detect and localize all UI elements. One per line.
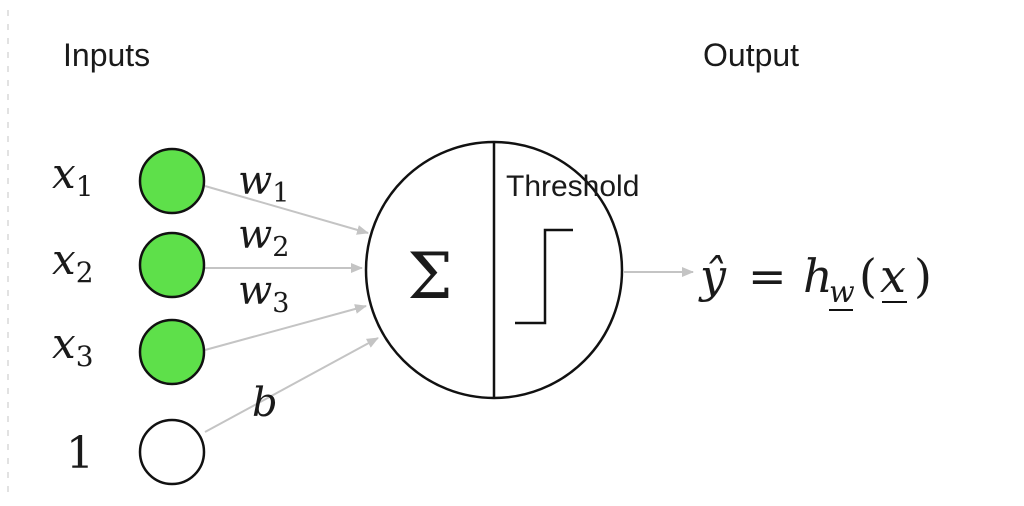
input-sub-x3: 3 (76, 340, 94, 373)
weight-label-w3: w3 (238, 268, 289, 319)
output-close-paren: ) (914, 249, 932, 303)
output-equals: = (748, 249, 787, 303)
step-function-icon (515, 228, 573, 325)
output-open-paren: ( (859, 249, 877, 303)
edge-x3 (204, 304, 367, 351)
input-label-x1: x1 (52, 149, 94, 203)
input-sub-x2: 2 (76, 256, 94, 289)
weight-sub-w1: 1 (272, 178, 289, 209)
input-label-x3: x3 (52, 319, 94, 373)
input-node-x1 (138, 147, 206, 215)
input-node-x3 (138, 318, 206, 386)
input-sub-x1: 1 (76, 170, 94, 203)
output-formula: ŷ = h w ( x ) (698, 249, 932, 311)
input-label-bias: 1 (66, 428, 94, 479)
input-node-bias (138, 418, 206, 486)
edge-x1 (204, 185, 369, 235)
edge-bias (204, 337, 379, 433)
input-node-x2 (138, 231, 206, 299)
output-yhat: ŷ (698, 249, 727, 303)
weight-labels: w1 w2 w3 b (238, 158, 289, 426)
input-nodes (138, 147, 206, 486)
weight-var-w3: w (238, 268, 272, 314)
input-var-x2: x (52, 235, 76, 284)
weight-sub-w3: 3 (272, 288, 289, 319)
threshold-label: Threshold (506, 170, 639, 203)
weight-sub-w2: 2 (272, 232, 289, 263)
output-x: x (880, 249, 906, 303)
sum-symbol: Σ (407, 240, 452, 314)
input-var-x1: x (52, 149, 76, 198)
weight-var-w2: w (238, 212, 272, 258)
neuron: Σ Threshold (364, 140, 639, 400)
bias-weight-label: b (252, 380, 278, 426)
output-w-subscript: w (829, 275, 855, 310)
weight-var-w1: w (238, 158, 272, 204)
inputs-heading: Inputs (63, 37, 150, 73)
input-label-x2: x2 (52, 235, 94, 289)
input-labels: x1 x2 x3 1 (52, 149, 94, 479)
input-var-x3: x (52, 319, 76, 368)
weight-label-w1: w1 (238, 158, 289, 209)
weight-label-w2: w2 (238, 212, 289, 263)
input-edges (204, 185, 379, 433)
output-heading: Output (703, 37, 799, 73)
output-h: h (803, 249, 833, 303)
